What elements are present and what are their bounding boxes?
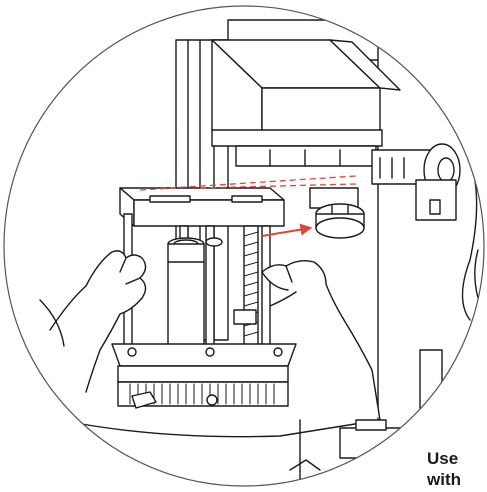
left-hand <box>39 250 147 393</box>
right-hand <box>261 259 381 421</box>
alignment-guides <box>139 175 357 191</box>
caption-line-2: with <box>427 470 461 489</box>
vat-base <box>111 343 297 409</box>
removal-arrow <box>261 223 313 237</box>
right-mechanism <box>371 143 483 321</box>
caption-line-1: Use <box>427 449 459 468</box>
instruction-caption: Use with <box>427 448 461 490</box>
thumb-screw-knob <box>309 187 365 239</box>
build-arm <box>211 39 401 167</box>
circular-frame <box>3 5 485 487</box>
